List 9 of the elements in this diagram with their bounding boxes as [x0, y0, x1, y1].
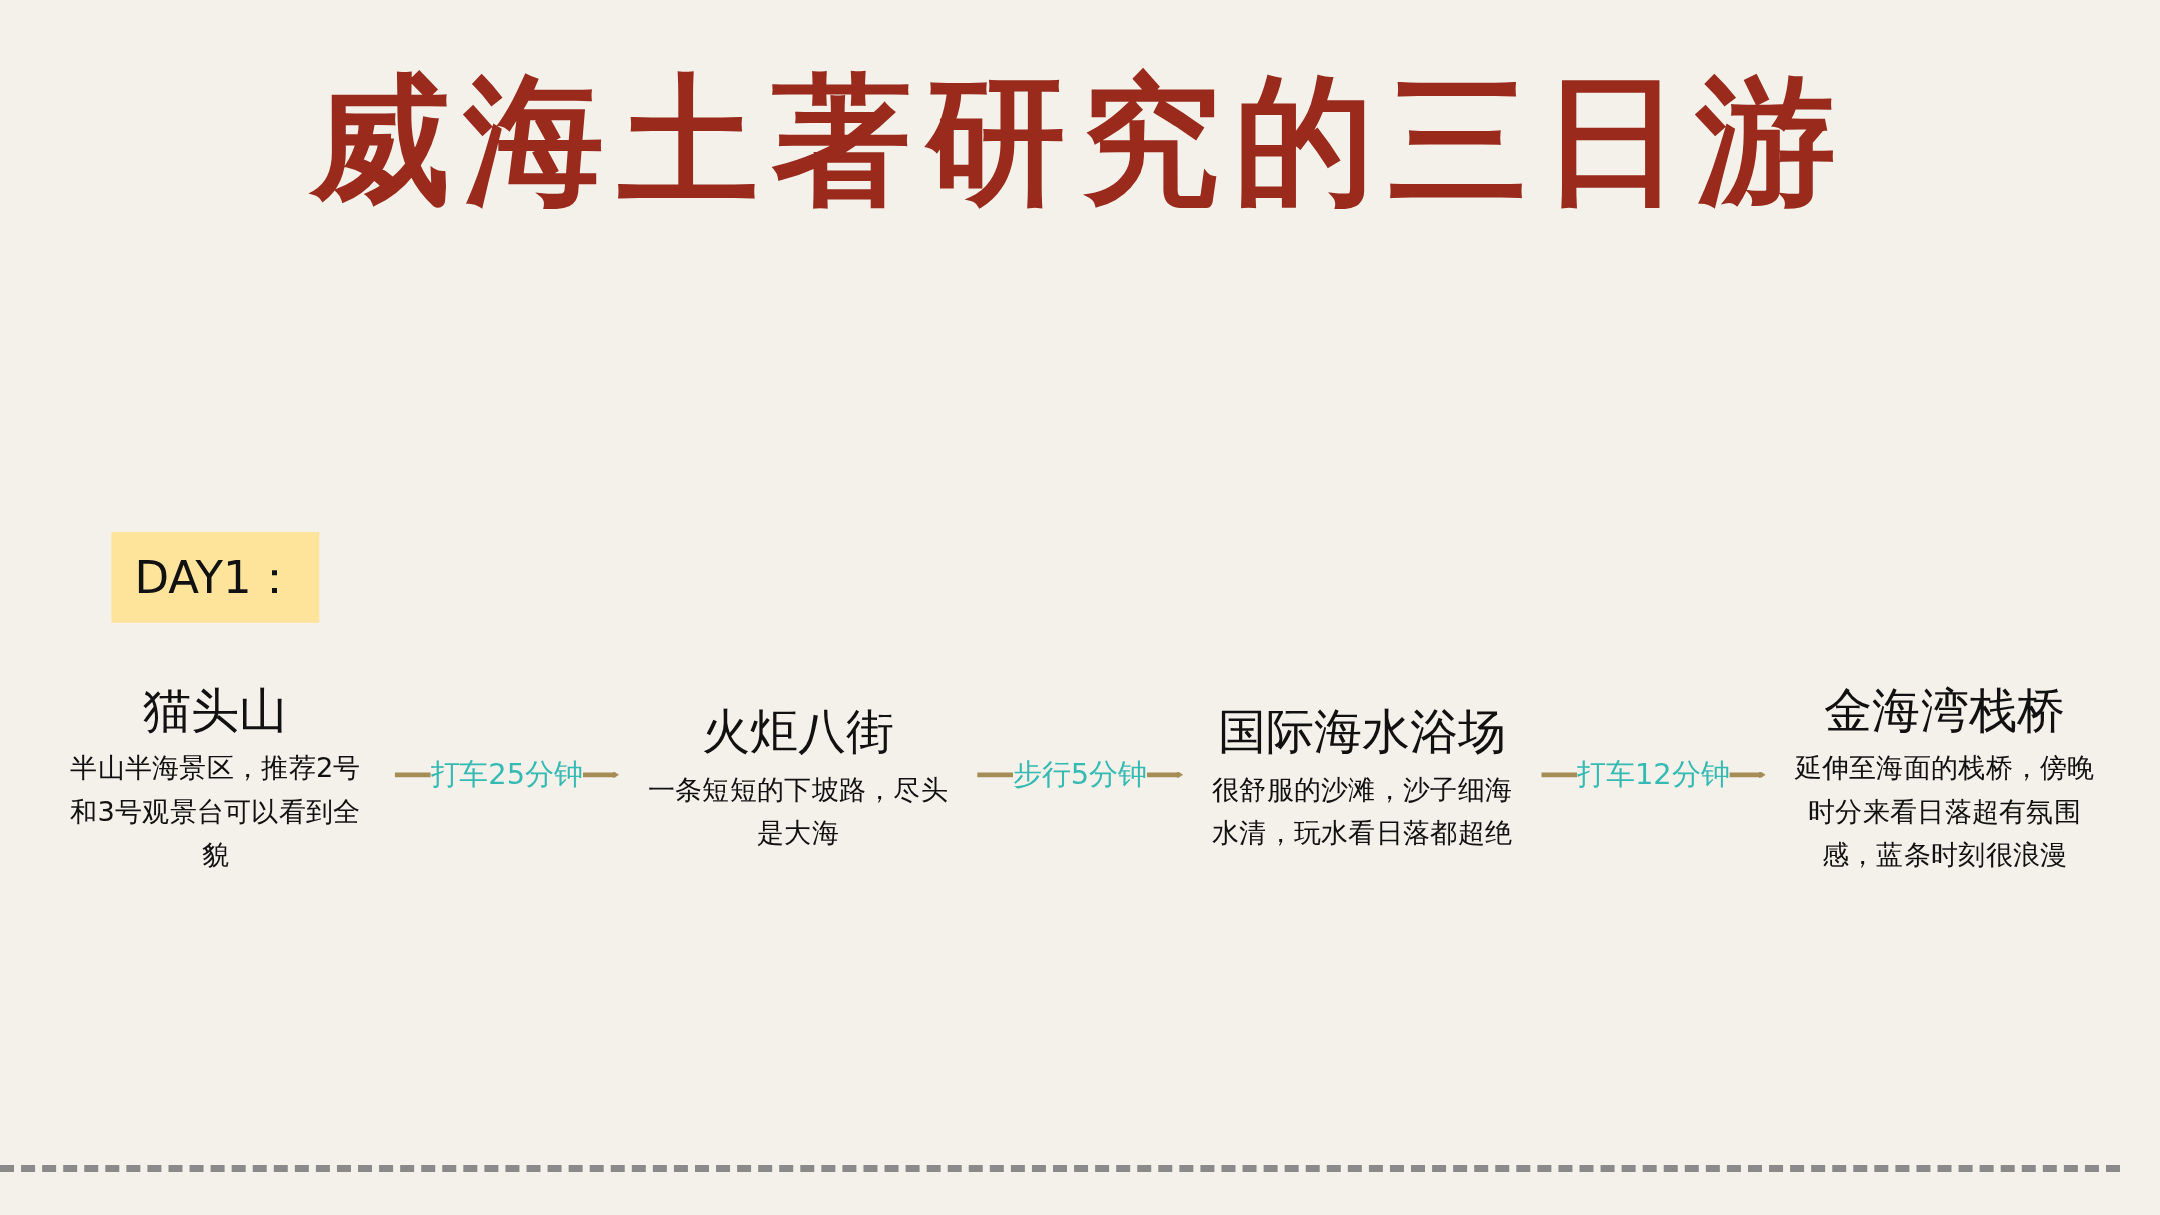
- edge-label: 打车25分钟: [430, 758, 583, 792]
- node-box: DAY1：: [111, 532, 320, 623]
- edge-label: 步行5分钟: [1013, 758, 1147, 792]
- edge-label: 打车12分钟: [1577, 758, 1730, 792]
- node-text: 猫头山 半山半海景区，推荐2号和3号观景台可以看到全貌: [70, 681, 361, 871]
- node-text: 金海湾栈桥 延伸至海面的栈桥，傍晚时分来看日落超有氛围感，蓝条时刻很浪漫: [1794, 681, 2095, 871]
- node-text: 国际海水浴场 很舒服的沙滩，沙子细海水清，玩水看日落都超绝: [1211, 703, 1513, 849]
- title: 威海土著研究的三日游: [308, 58, 1851, 224]
- node-text: 火炬八街 一条短短的下坡路，尽头是大海: [647, 703, 949, 849]
